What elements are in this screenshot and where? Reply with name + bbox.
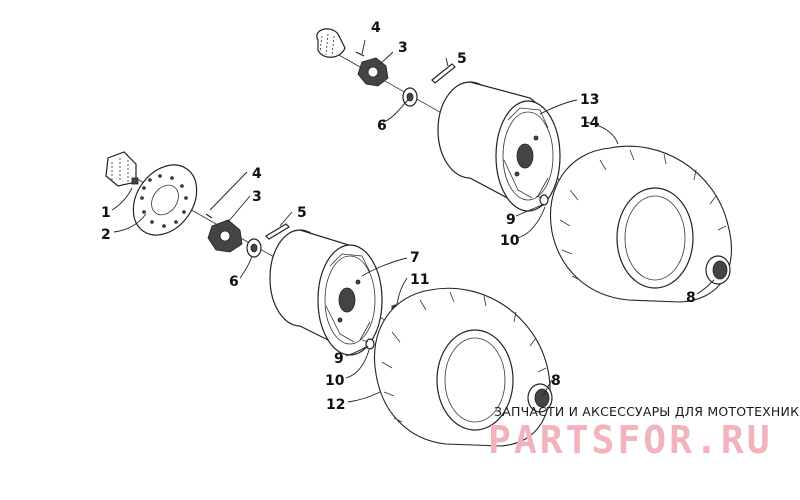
callout-front-5: 5 xyxy=(297,205,307,221)
callout-front-12: 12 xyxy=(326,397,345,413)
front-tire xyxy=(374,287,551,447)
callout-front-1: 1 xyxy=(101,205,111,221)
rear-hub xyxy=(357,57,389,87)
callout-front-3: 3 xyxy=(252,189,262,205)
watermark-caption: ЗАПЧАСТИ И АКСЕССУАРЫ ДЛЯ МОТОТЕХНИКИ xyxy=(494,404,800,419)
rear-cotter-pin xyxy=(431,63,456,84)
rear-stud xyxy=(355,51,365,57)
front-brake-disc xyxy=(132,164,198,236)
callout-rear-10: 10 xyxy=(500,233,520,249)
callout-rear-9: 9 xyxy=(506,212,516,228)
rear-tire xyxy=(550,145,732,303)
front-cotter-pin xyxy=(265,223,290,240)
callout-rear-6: 6 xyxy=(377,118,387,134)
callout-labels: 4 3 5 6 13 14 9 10 8 1 2 4 3 5 6 7 11 9 … xyxy=(101,20,696,413)
callout-rear-5: 5 xyxy=(457,51,467,67)
callout-rear-3: 3 xyxy=(398,40,408,56)
rear-axle-housing xyxy=(316,28,346,58)
front-axle-nut xyxy=(246,238,262,258)
callout-front-2: 2 xyxy=(101,227,111,243)
callout-front-7: 7 xyxy=(410,250,420,266)
rear-rim xyxy=(437,81,561,212)
front-rim xyxy=(269,229,383,356)
front-stud xyxy=(205,213,213,219)
rear-lug-nut xyxy=(705,255,731,285)
front-hub xyxy=(207,219,243,253)
callout-front-8: 8 xyxy=(551,373,561,389)
callout-front-10: 10 xyxy=(325,373,345,389)
callout-rear-13: 13 xyxy=(580,92,599,108)
callout-rear-8: 8 xyxy=(686,290,696,306)
watermark-logo: PARTSFOR.RU xyxy=(488,418,773,462)
callout-front-9: 9 xyxy=(334,351,344,367)
rear-valve xyxy=(535,194,549,206)
callout-front-11: 11 xyxy=(410,272,429,288)
front-assembly xyxy=(105,151,553,447)
rear-assembly xyxy=(316,28,732,303)
callout-rear-14: 14 xyxy=(580,115,600,131)
front-brake-caliper xyxy=(105,151,139,187)
callout-front-4: 4 xyxy=(252,166,262,182)
callout-front-6: 6 xyxy=(229,274,239,290)
callout-rear-4: 4 xyxy=(371,20,381,36)
